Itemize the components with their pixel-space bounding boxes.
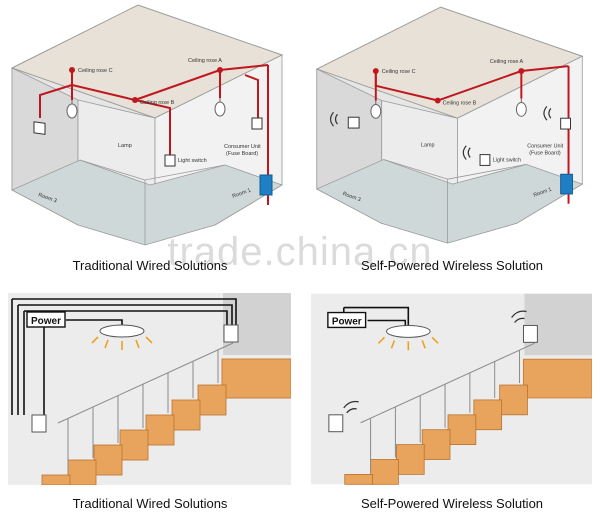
label-consumer-unit: Consumer Unit (224, 144, 261, 150)
wireless-house-diagram: Ceiling rose C Ceiling rose A Ceiling ro… (315, 6, 584, 244)
wireless-signal-icon (543, 106, 552, 121)
label-light-switch: Light switch (178, 158, 207, 164)
caption-top-right: Self-Powered Wireless Solution (360, 258, 544, 273)
power-label: Power (31, 316, 61, 327)
label-ceiling-rose-a: Ceiling rose A (490, 59, 524, 65)
stair-landing (522, 358, 592, 399)
label-ceiling-rose-b: Ceiling rose B (443, 100, 477, 106)
staircase (344, 384, 528, 485)
bulb-icon (515, 98, 527, 117)
wall-switch-top (223, 324, 239, 343)
consumer-unit-icon (560, 173, 573, 195)
ceiling-light-icon (377, 324, 439, 351)
caption-top-left: Traditional Wired Solutions (72, 258, 228, 273)
bulb-icon (370, 100, 382, 119)
ceiling-light-icon (91, 324, 153, 350)
wireless-signal-icon (462, 145, 471, 160)
label-fuse-board: (Fuse Board) (529, 151, 561, 157)
stair-landing (221, 358, 291, 399)
label-consumer-unit: Consumer Unit (527, 144, 563, 150)
label-light-switch: Light switch (493, 157, 521, 163)
wall-switch-bottom (31, 414, 47, 433)
wireless-switch-icon (347, 116, 360, 129)
wire-b-to-switch (134, 99, 171, 155)
ceiling-rose-b (132, 97, 138, 103)
power-label: Power (332, 316, 362, 327)
label-ceiling-rose-b: Ceiling rose B (140, 100, 175, 106)
wireless-switch-icon (560, 117, 571, 130)
black-wiring (343, 306, 410, 327)
label-ceiling-rose-c: Ceiling rose C (78, 68, 113, 74)
caption-bottom-right: Self-Powered Wireless Solution (360, 496, 544, 511)
ceiling-rose-a (217, 67, 223, 73)
wired-stairs-diagram: Power (8, 293, 291, 485)
stair-railing (360, 342, 535, 473)
wire-to-switch-right (244, 74, 259, 118)
ceiling-rose-b (434, 97, 441, 104)
wired-house-diagram: Ceiling rose C Ceiling rose A Ceiling ro… (10, 4, 284, 246)
label-lamp: Lamp (421, 143, 435, 149)
bulb-icon (66, 100, 78, 119)
label-ceiling-rose-a: Ceiling rose A (188, 58, 222, 64)
label-ceiling-rose-c: Ceiling rose C (382, 69, 416, 75)
light-switch-icon (164, 154, 176, 167)
label-fuse-board: (Fuse Board) (226, 151, 258, 157)
black-wiring (367, 319, 407, 327)
wireless-signal-icon (343, 400, 359, 414)
floor (11, 159, 283, 246)
wireless-signal-icon (511, 310, 527, 323)
wireless-stairs-diagram: Power (311, 293, 592, 485)
consumer-unit-icon (259, 174, 273, 196)
power-box (26, 311, 66, 328)
wireless-switch-top (522, 324, 538, 343)
staircase (41, 384, 227, 485)
light-switch-icon (33, 121, 46, 135)
wireless-signal-icon (329, 111, 338, 127)
ceiling-rose-a (518, 68, 525, 74)
light-switch-icon (251, 117, 263, 130)
bulb-icon (214, 98, 226, 117)
watermark: trade.china.cn (167, 230, 433, 274)
caption-bottom-left: Traditional Wired Solutions (72, 496, 228, 511)
ceiling-rose-c (372, 68, 379, 74)
ceiling-rose-c (69, 67, 75, 73)
black-wiring (11, 298, 237, 415)
stair-railing (57, 342, 234, 473)
wire-to-switch-left (39, 84, 73, 118)
wireless-switch-bottom (328, 414, 344, 433)
label-lamp: Lamp (118, 143, 132, 149)
floor (315, 159, 584, 244)
wireless-switch-icon (479, 154, 491, 166)
power-box (327, 311, 367, 329)
